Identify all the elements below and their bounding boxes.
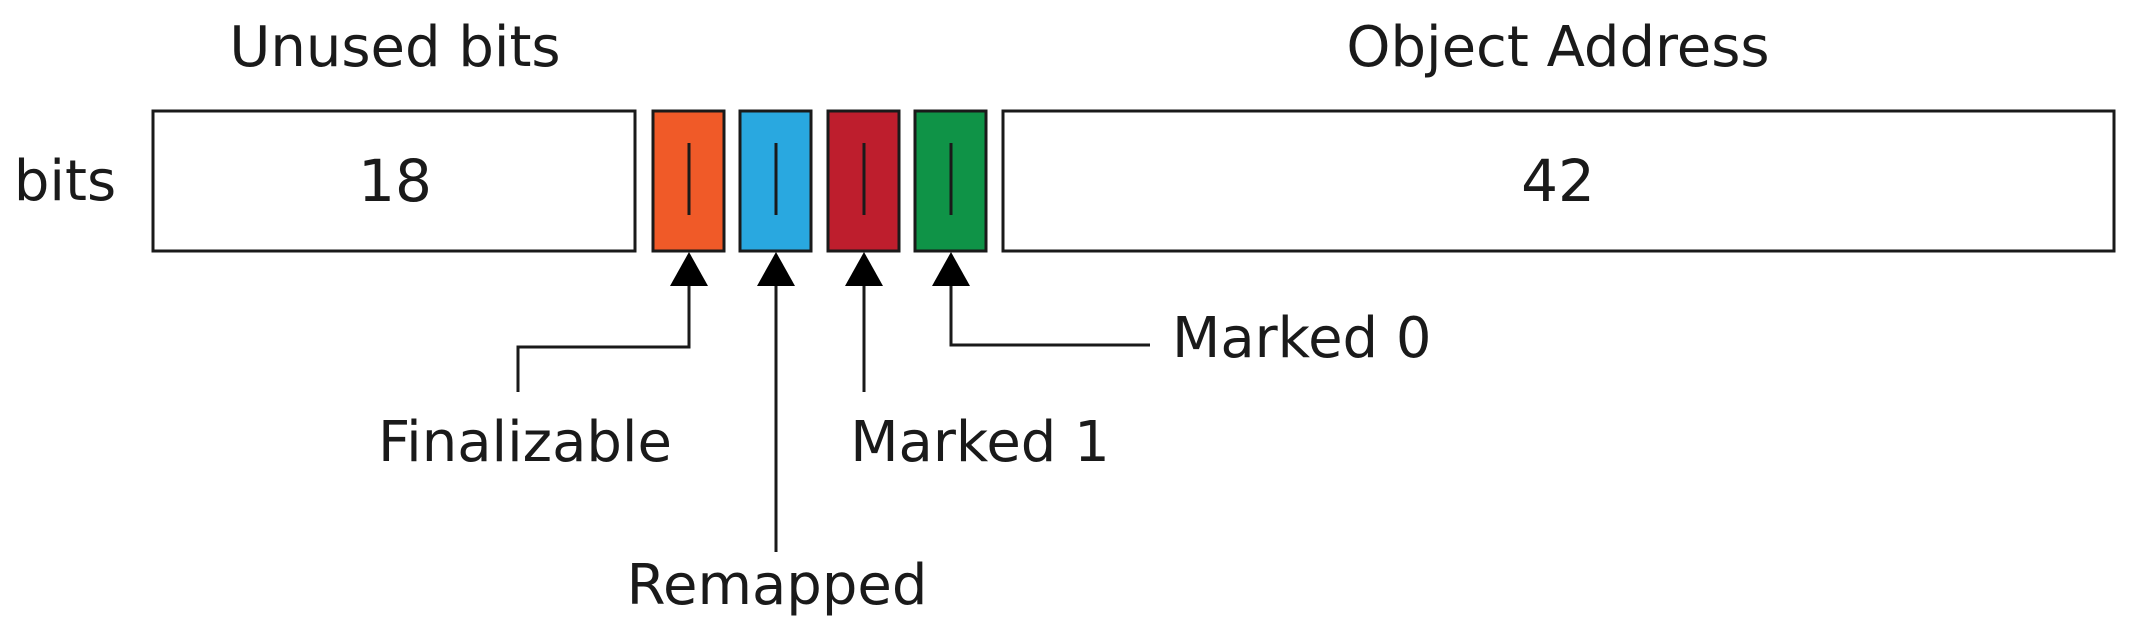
finalizable-leader-line xyxy=(516,280,691,392)
finalizable-label: Finalizable xyxy=(378,410,672,475)
remapped-label: Remapped xyxy=(627,553,928,618)
marked0-label: Marked 0 xyxy=(1172,306,1432,371)
unused-bits-header: Unused bits xyxy=(229,15,560,80)
object-address-field xyxy=(1001,109,2116,253)
marked1-arrowhead xyxy=(845,252,883,286)
object-address-header: Object Address xyxy=(1346,15,1769,80)
marked1-label: Marked 1 xyxy=(850,410,1110,475)
finalizable-arrowhead xyxy=(670,252,708,286)
bits-row-label: bits xyxy=(14,149,116,214)
marked0-leader-line xyxy=(949,280,1150,347)
object-address-count: 42 xyxy=(1521,147,1595,215)
remapped-arrowhead xyxy=(757,252,795,286)
unused-bits-count: 18 xyxy=(358,147,432,215)
unused-bits-field xyxy=(151,109,637,253)
marked0-arrowhead xyxy=(932,252,970,286)
